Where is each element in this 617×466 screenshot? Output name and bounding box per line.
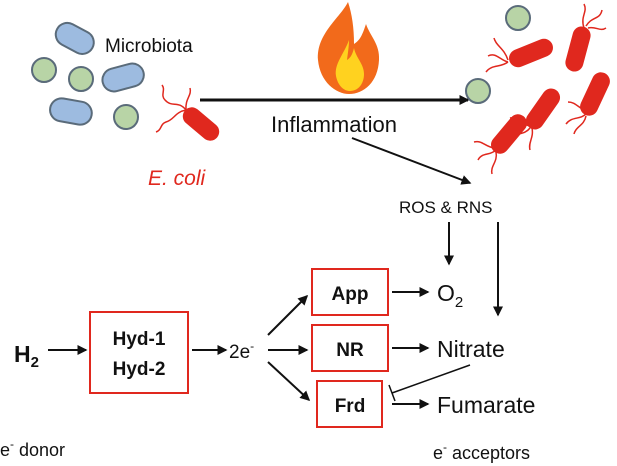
flagellated-ecoli-icon: [473, 114, 527, 175]
arrow-electrons-to-frd: [267, 361, 311, 402]
nitrate-label: Nitrate: [437, 336, 505, 362]
hyd-box: [89, 311, 189, 394]
flagellated-ecoli-icon: [485, 37, 553, 73]
coccus-icon: [68, 66, 94, 92]
arrow-electrons-to-app: [267, 294, 309, 336]
hyd2-label: Hyd-2: [113, 359, 166, 380]
flagellated-ecoli-icon: [565, 3, 607, 72]
donor-label: e- donor: [0, 437, 65, 460]
acceptors-label: e- acceptors: [433, 440, 530, 463]
frd-label: Frd: [335, 396, 366, 417]
coccus-icon: [465, 78, 491, 104]
two-electrons-label: 2e-: [229, 339, 254, 363]
nr-box: [311, 324, 389, 372]
nitrate-inhibits-frd: [388, 364, 471, 402]
fumarate-label: Fumarate: [437, 392, 535, 418]
hyd1-label: Hyd-1: [113, 329, 166, 350]
flagellated-ecoli-icon: [155, 84, 220, 141]
coccus-icon: [31, 57, 57, 83]
rod-bacterium-icon: [49, 97, 93, 126]
app-label: App: [332, 284, 369, 305]
rod-bacterium-icon: [54, 21, 95, 55]
coccus-icon: [113, 104, 139, 130]
coccus-icon: [505, 5, 531, 31]
rod-bacterium-icon: [101, 62, 145, 93]
ros-rns-label: ROS & RNS: [399, 198, 493, 217]
flagellated-ecoli-icon: [565, 72, 610, 135]
frd-box: [316, 380, 383, 428]
microbiota-label: Microbiota: [105, 36, 193, 57]
ecoli-bloom-cluster: [465, 3, 610, 175]
ecoli-label: E. coli: [148, 167, 207, 190]
inflammation-label: Inflammation: [271, 112, 397, 137]
h2-label: H2: [14, 341, 39, 371]
arrow-inflammation-to-ros: [351, 137, 472, 185]
o2-label: O2: [437, 280, 463, 311]
nr-label: NR: [336, 340, 364, 361]
app-box: [311, 268, 389, 316]
flame-icon: [317, 2, 380, 94]
microbiota-cluster: [31, 21, 145, 130]
